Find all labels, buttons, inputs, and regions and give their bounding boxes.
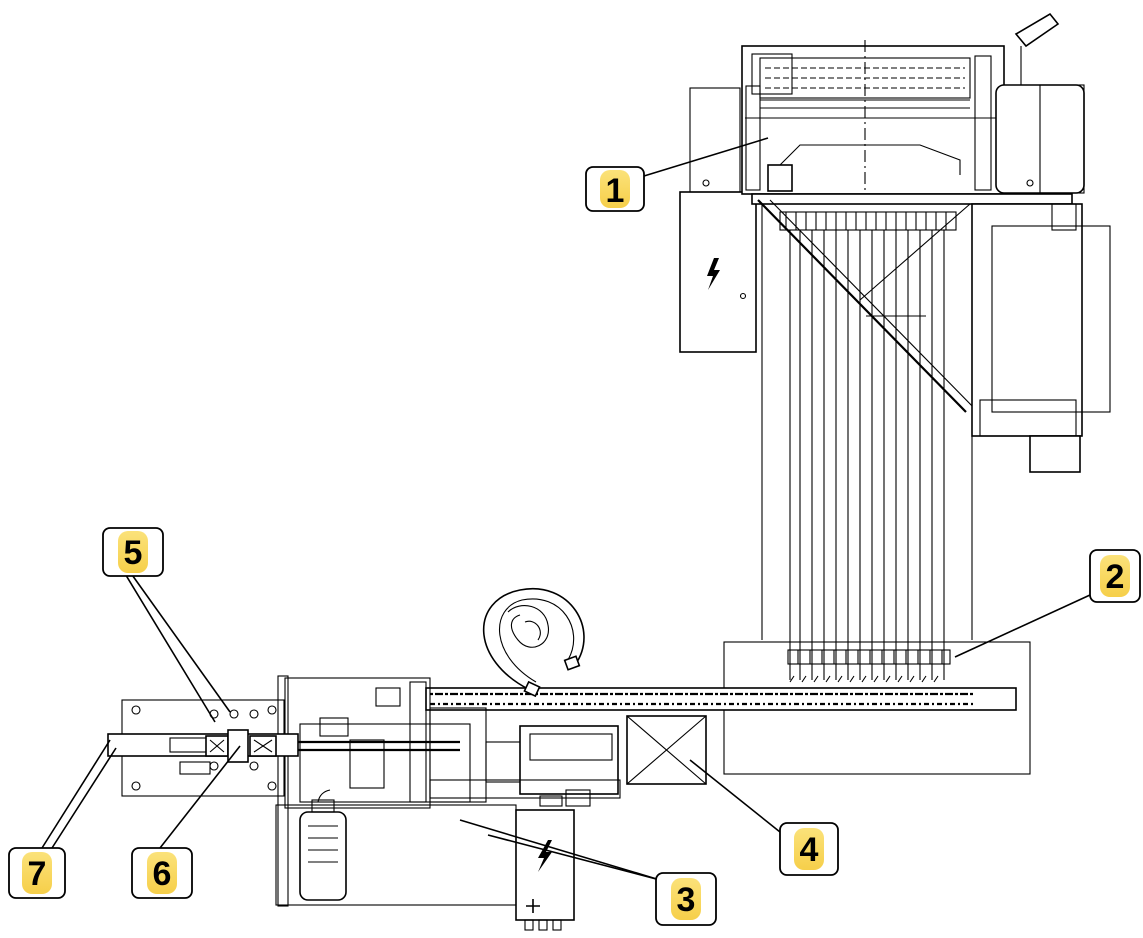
plus-icon — [526, 899, 540, 913]
base-machine — [275, 675, 707, 931]
thread-bundle — [761, 204, 973, 680]
callout-badge-6: 6 — [131, 847, 193, 899]
tower-assembly — [679, 12, 1111, 680]
lightning-bolt-icon — [538, 840, 552, 872]
infeed-assembly — [107, 699, 299, 797]
lightning-bolt-icon — [707, 258, 720, 290]
callout-badge-3: 3 — [655, 872, 717, 926]
callout-label-6: 6 — [153, 855, 172, 893]
callout-lines — [41, 137, 1091, 881]
callout-label-1: 1 — [606, 172, 625, 210]
callout-label-4: 4 — [800, 831, 819, 869]
chain-belt — [425, 687, 1017, 711]
callout-label-5: 5 — [124, 534, 143, 572]
bottle — [299, 811, 347, 901]
conveyor-table — [425, 641, 1031, 775]
callout-badge-2: 2 — [1089, 549, 1141, 603]
callout-badge-1: 1 — [585, 166, 645, 212]
callout-badge-4: 4 — [779, 822, 839, 876]
callout-badge-7: 7 — [8, 847, 66, 899]
callout-label-7: 7 — [28, 855, 47, 893]
callout-label-3: 3 — [677, 881, 696, 919]
top-bracket — [1014, 12, 1060, 48]
coiled-hose-icon — [482, 587, 585, 698]
right-side-column — [971, 203, 1083, 437]
side-electrical-box — [515, 809, 575, 921]
callout-label-2: 2 — [1106, 558, 1125, 596]
callout-badge-5: 5 — [102, 527, 164, 577]
